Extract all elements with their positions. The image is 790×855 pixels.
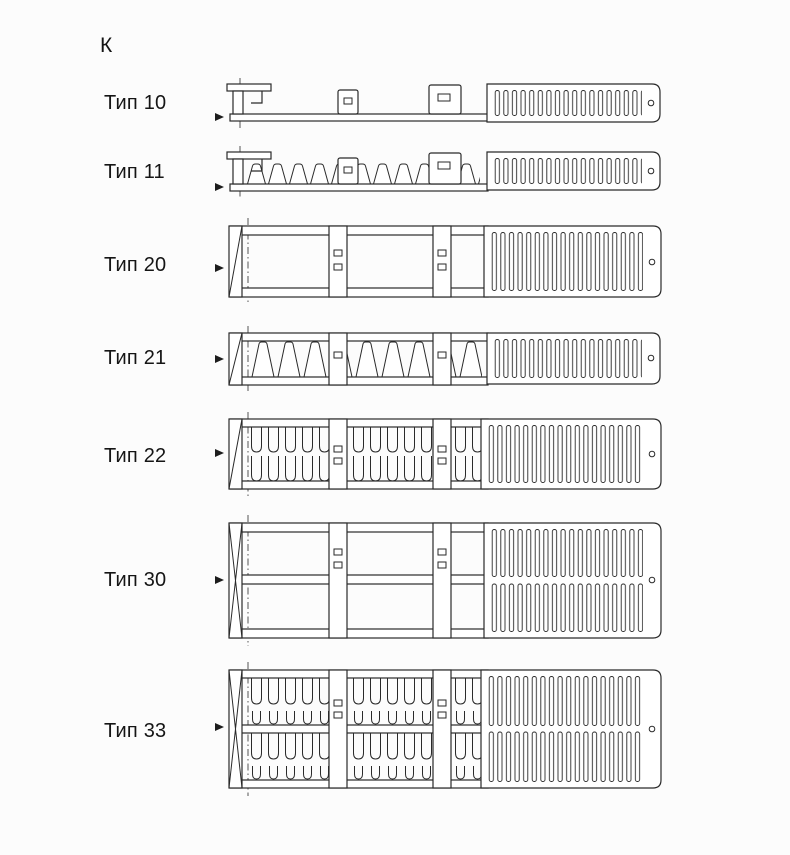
type-label-30: Тип 30 (104, 569, 167, 591)
flow-arrow (215, 113, 224, 121)
top-grille (483, 522, 662, 639)
radiator-drawing-type-22 (215, 412, 662, 496)
radiator-drawing-type-20 (215, 218, 662, 305)
type-label-33: Тип 33 (104, 720, 167, 742)
top-grille (486, 83, 661, 123)
mounting-clip (428, 84, 462, 115)
connector-strap (432, 418, 452, 490)
wall-bracket (226, 151, 272, 185)
radiator-drawing-type-11 (215, 146, 661, 197)
connector-strap (432, 332, 452, 386)
panel (229, 113, 489, 122)
radiator-drawing-type-33 (215, 662, 662, 796)
connector-strap (328, 418, 348, 490)
connector-strap (328, 332, 348, 386)
end-cap (228, 332, 243, 386)
connector-strap (432, 669, 452, 789)
connector-strap (432, 225, 452, 298)
connector-strap (432, 522, 452, 639)
top-grille (483, 225, 662, 298)
top-grille (486, 151, 661, 191)
connector-strap (328, 522, 348, 639)
wall-bracket (226, 83, 272, 115)
flow-arrow (215, 723, 224, 731)
top-grille (480, 669, 662, 789)
radiator-drawing-type-30 (215, 515, 662, 646)
end-cap (228, 669, 243, 789)
flow-arrow (215, 264, 224, 272)
end-cap (228, 418, 243, 490)
type-label-20: Тип 20 (104, 254, 167, 276)
panel (229, 183, 489, 192)
connector-strap (328, 225, 348, 298)
end-cap (228, 225, 243, 298)
type-label-11: Тип 11 (104, 161, 165, 183)
end-cap (228, 522, 243, 639)
mounting-clip (337, 157, 359, 185)
type-label-22: Тип 22 (104, 445, 167, 467)
radiator-drawing-type-21 (215, 326, 661, 392)
convector-fins (246, 163, 480, 184)
flow-arrow (215, 576, 224, 584)
radiator-drawing-type-10 (215, 78, 661, 128)
top-grille (480, 418, 662, 490)
mounting-clip (428, 152, 462, 185)
mounting-clip (337, 89, 359, 115)
flow-arrow (215, 183, 224, 191)
flow-arrow (215, 449, 224, 457)
top-grille (486, 332, 661, 385)
corner-label: К (100, 34, 113, 57)
type-label-10: Тип 10 (104, 92, 167, 114)
connector-strap (328, 669, 348, 789)
type-label-21: Тип 21 (104, 347, 167, 369)
flow-arrow (215, 355, 224, 363)
